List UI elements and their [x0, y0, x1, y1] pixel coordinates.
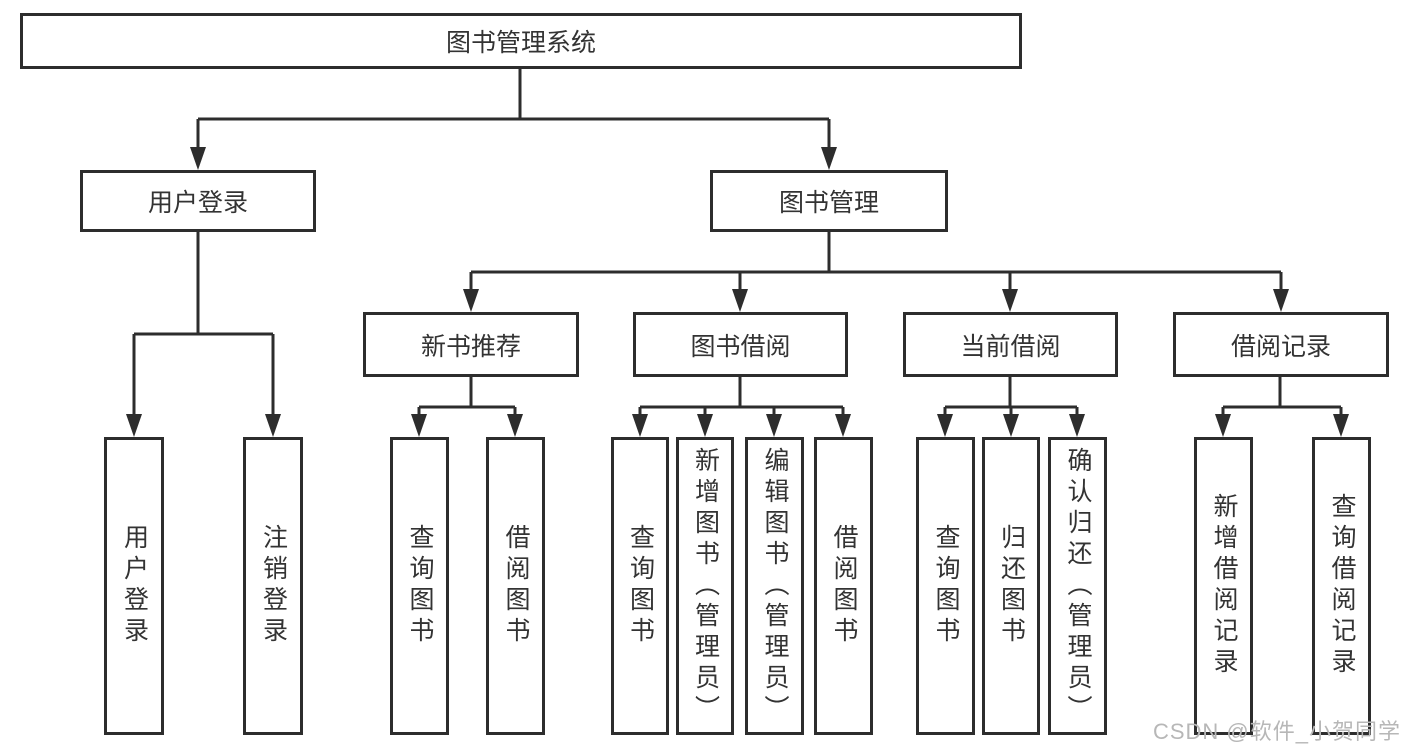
leaf-edit-books-admin: 编辑图书（管理员） [745, 437, 804, 735]
connector-book-mgmt-to-level3 [469, 232, 1283, 294]
node-library-system: 图书管理系统 [20, 13, 1022, 69]
arrow-down-icon [463, 289, 479, 312]
node-book-borrow: 图书借阅 [633, 312, 848, 377]
arrow-down-icon [265, 414, 281, 437]
arrow-down-icon [821, 147, 837, 170]
arrow-down-icon [1215, 414, 1231, 437]
connector-new-book-leaves [417, 377, 517, 420]
leaf-query-books-borrow: 查询图书 [611, 437, 669, 735]
arrow-down-icon [766, 414, 782, 437]
watermark: CSDN @软件_小贺同学 [1152, 719, 1401, 744]
arrow-down-icon [697, 414, 713, 437]
node-user-login: 用户登录 [80, 170, 316, 232]
arrow-down-icon [732, 289, 748, 312]
connector-root-to-level2 [196, 69, 831, 152]
leaf-add-books-admin: 新增图书（管理员） [676, 437, 734, 735]
connector-borrow-record-leaves [1221, 377, 1343, 420]
leaf-add-borrow-record: 新增借阅记录 [1194, 437, 1253, 735]
arrow-down-icon [507, 414, 523, 437]
arrow-down-icon [835, 414, 851, 437]
leaf-borrow-books: 借阅图书 [814, 437, 873, 735]
connector-user-login-leaves [132, 232, 275, 420]
arrow-down-icon [1003, 414, 1019, 437]
connector-book-borrow-leaves [638, 377, 845, 420]
arrow-down-icon [190, 147, 206, 170]
arrow-down-icon [937, 414, 953, 437]
leaf-confirm-return-admin: 确认归还（管理员） [1048, 437, 1107, 735]
node-book-management: 图书管理 [710, 170, 948, 232]
arrow-down-icon [411, 414, 427, 437]
leaf-user-login: 用户登录 [104, 437, 164, 735]
connector-current-borrow-leaves [943, 377, 1079, 420]
arrow-down-icon [1273, 289, 1289, 312]
leaf-query-books-recommend: 查询图书 [390, 437, 449, 735]
leaf-query-borrow-record: 查询借阅记录 [1312, 437, 1371, 735]
node-new-book-recommend: 新书推荐 [363, 312, 579, 377]
leaf-query-books-current: 查询图书 [916, 437, 975, 735]
arrow-down-icon [632, 414, 648, 437]
arrow-down-icon [126, 414, 142, 437]
arrow-down-icon [1333, 414, 1349, 437]
leaf-borrow-books-recommend: 借阅图书 [486, 437, 545, 735]
arrow-down-icon [1069, 414, 1085, 437]
node-borrow-records: 借阅记录 [1173, 312, 1389, 377]
leaf-logout: 注销登录 [243, 437, 303, 735]
leaf-return-books: 归还图书 [982, 437, 1040, 735]
arrow-down-icon [1002, 289, 1018, 312]
node-current-borrow: 当前借阅 [903, 312, 1118, 377]
